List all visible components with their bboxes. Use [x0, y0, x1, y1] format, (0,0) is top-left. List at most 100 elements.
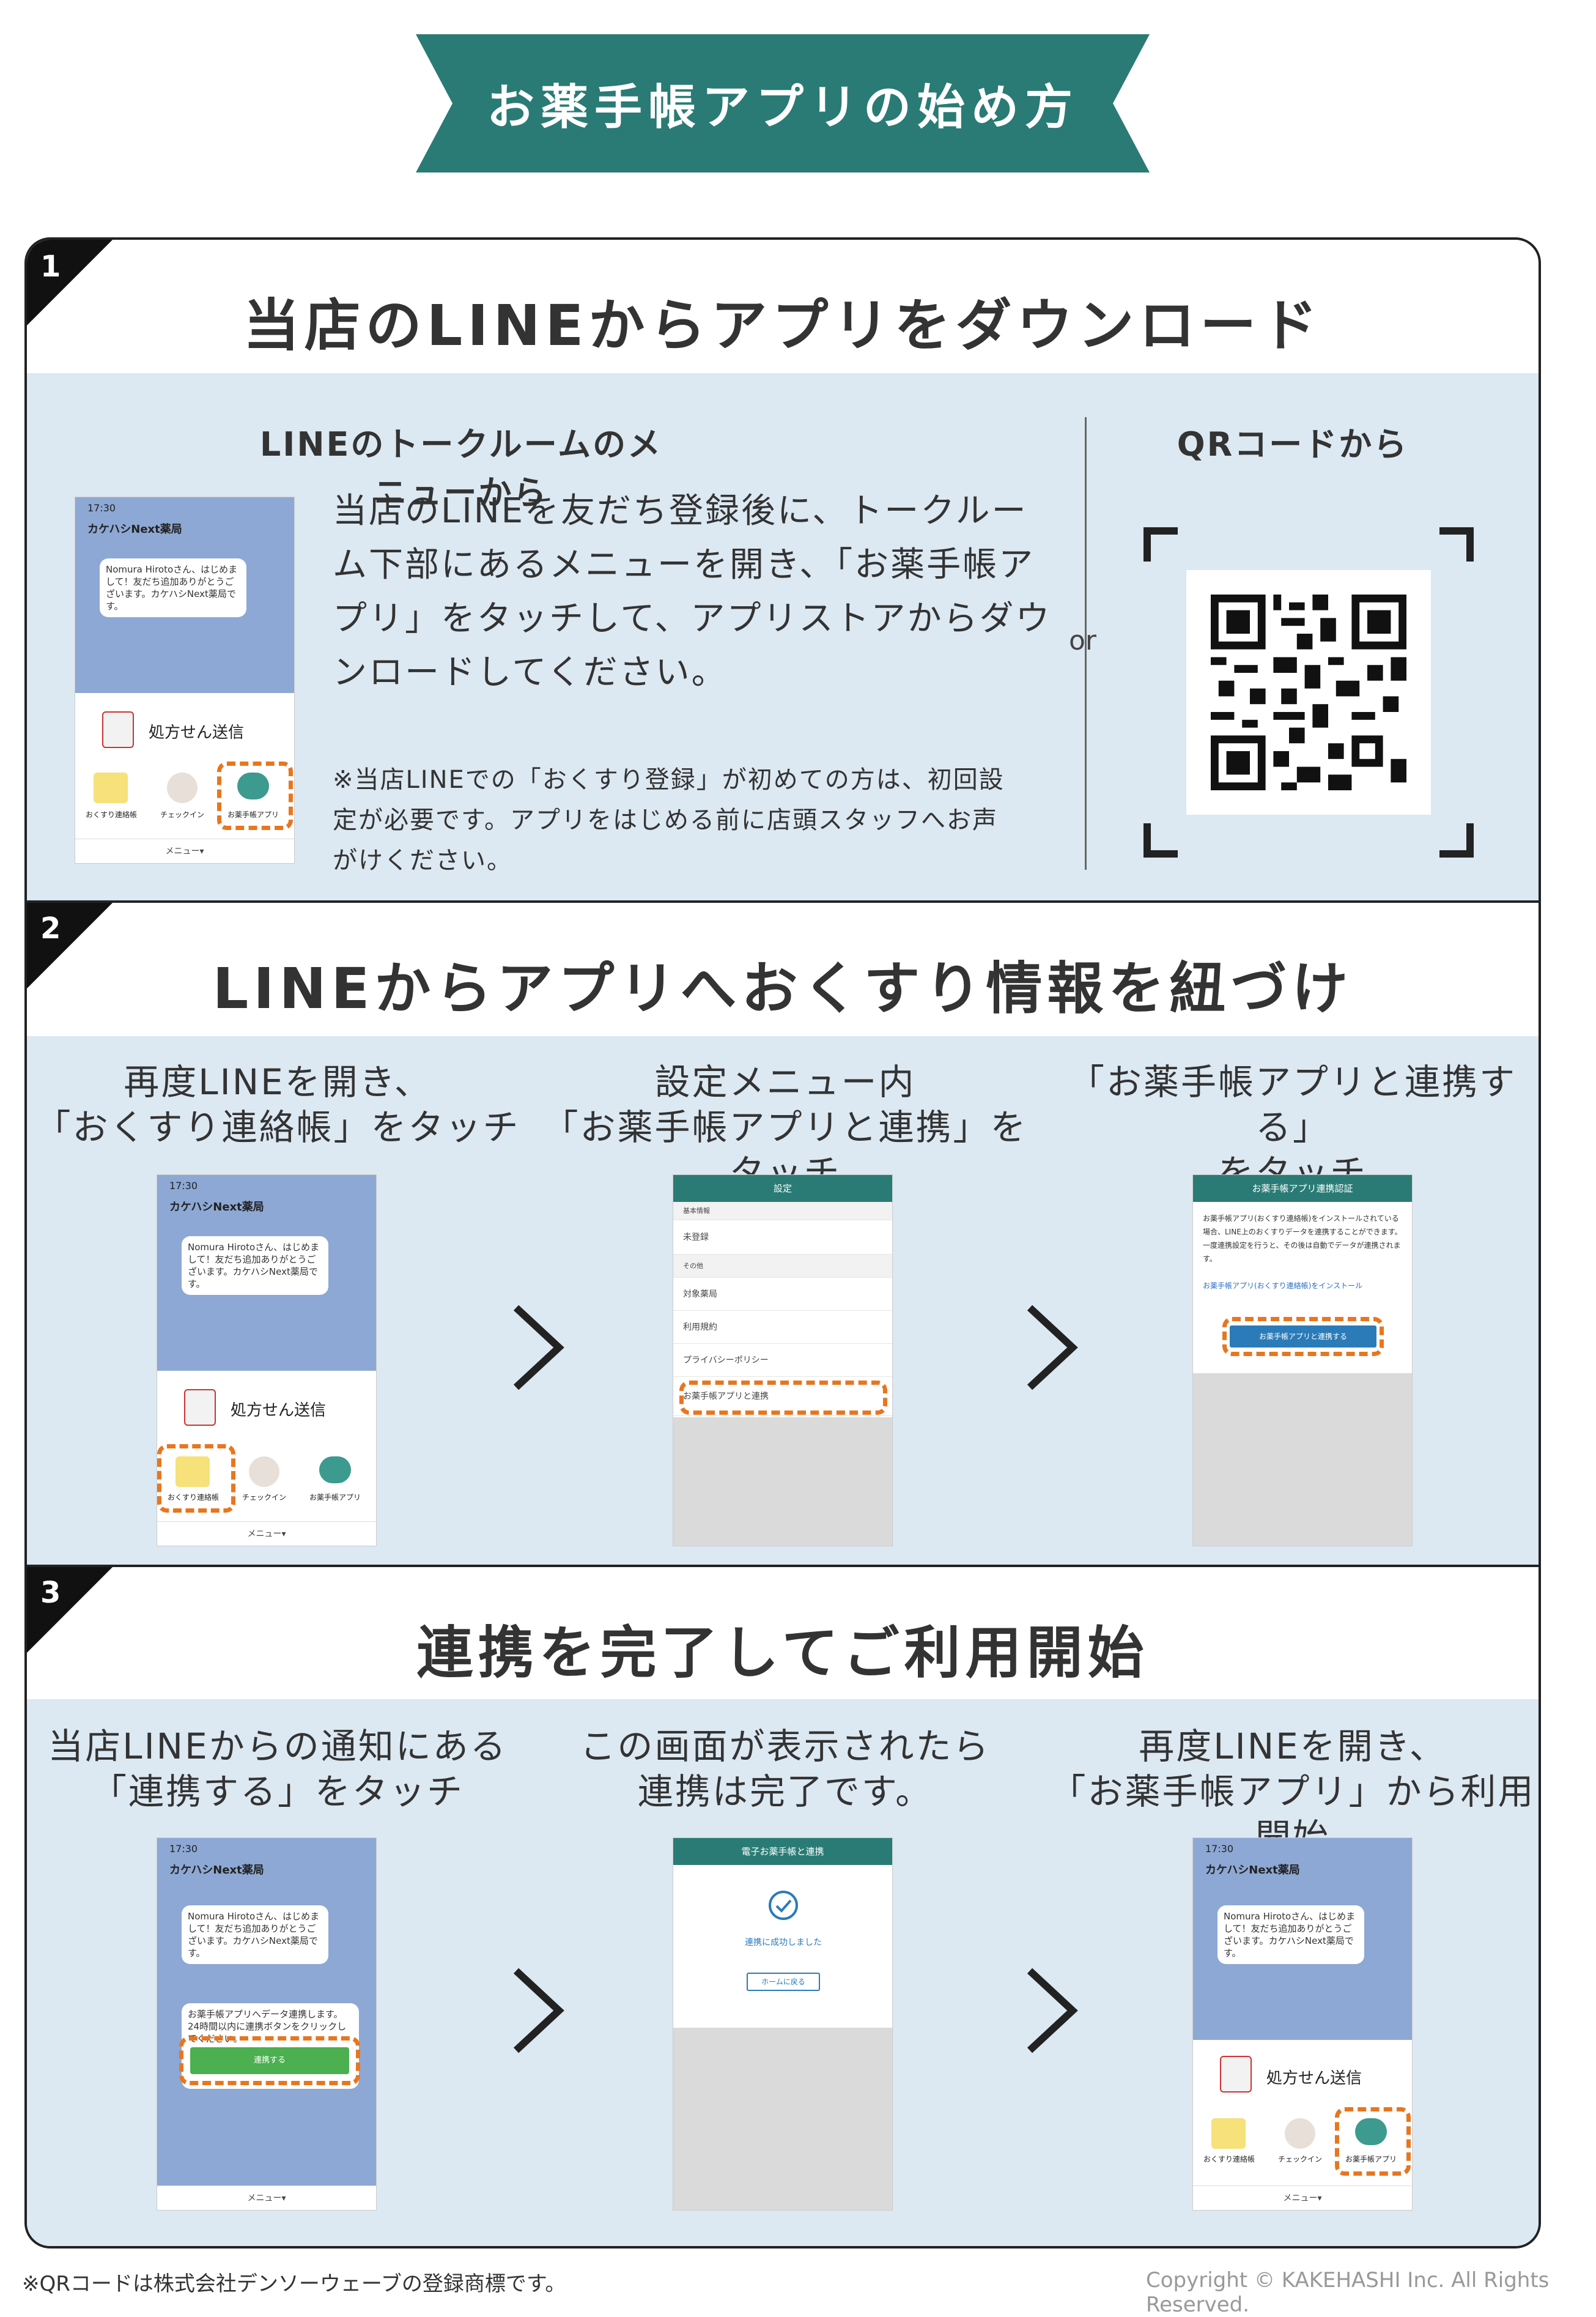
step1-body-line-4: ンロードしてください。: [333, 653, 728, 692]
phone-store-name: カケハシNext薬局: [1205, 1864, 1300, 1877]
arrow-right-icon: [1027, 1305, 1078, 1390]
settings-section-other: その他: [673, 1255, 892, 1278]
step1-right-heading: QRコードから: [1177, 425, 1409, 464]
step2-corner: [27, 903, 113, 988]
step1-left-heading: LINEのトークルームのメニューから: [259, 425, 663, 512]
auth-install-link[interactable]: お薬手帳アプリ(おくすり連絡帳)をインストール: [1203, 1281, 1363, 1290]
highlight-app: [1335, 2107, 1411, 2176]
phone-menu-prescription: 処方せん送信: [231, 1401, 327, 1420]
checkin-icon: [167, 773, 198, 803]
highlight-auth-button: [1222, 1317, 1384, 1356]
step1-body: 当店のLINEを友だち登録後に、トークルー ム下部にあるメニューを開き、「お薬手…: [333, 484, 1066, 700]
highlight-renraku: [157, 1444, 235, 1513]
phone-time: 17:30: [169, 1843, 198, 1855]
step1-note-line-2: 定が必要です。アプリをはじめる前に店頭スタッフへお声: [333, 806, 998, 834]
phone-store-name: カケハシNext薬局: [169, 1864, 264, 1877]
phone-menu-prescription: 処方せん送信: [149, 724, 245, 742]
phone-menu-renraku: おくすり連絡帳: [167, 1493, 219, 1502]
step2-col3-line1: 「お薬手帳アプリと連携する」: [1068, 1061, 1517, 1148]
or-label: or: [1069, 625, 1097, 656]
phone-menu-renraku: おくすり連絡帳: [1203, 2155, 1255, 2163]
phone-greeting-bubble: Nomura Hirotoさん、はじめまして！友だち追加ありがとうございます。カ…: [1217, 1905, 1364, 1964]
renraku-icon: [175, 1456, 210, 1487]
arrow-right-icon: [1027, 1968, 1078, 2053]
copyright: Copyright © KAKEHASHI Inc. All Rights Re…: [1146, 2268, 1550, 2317]
highlight-notice-button: [179, 2036, 360, 2085]
step1-note-line-3: がけください。: [333, 847, 512, 875]
step2-col1-heading: 再度LINEを開き、 「おくすり連絡帳」をタッチ: [27, 1059, 528, 1150]
step2-phone-line: 17:30 カケハシNext薬局 Nomura Hirotoさん、はじめまして！…: [157, 1174, 377, 1546]
prescription-icon: [1220, 2056, 1252, 2093]
step3-col2-heading: この画面が表示されたら 連携は完了です。: [528, 1724, 1042, 1814]
phone-store-name: カケハシNext薬局: [87, 523, 182, 536]
settings-row-unregistered: 未登録: [673, 1220, 892, 1255]
step2-title: LINEからアプリへおくすり情報を紐づけ: [212, 956, 1353, 1021]
checkin-icon: [1285, 2118, 1315, 2149]
auth-link-button[interactable]: お薬手帳アプリと連携する: [1230, 1325, 1376, 1348]
done-message: 連携に成功しました: [745, 1938, 822, 1948]
step3-col3-line1: 再度LINEを開き、: [1139, 1726, 1447, 1767]
highlight-app: [217, 762, 293, 830]
step2-auth-screenshot: お薬手帳アプリ連携認証 お薬手帳アプリ(おくすり連絡帳)をインストールされている…: [1192, 1174, 1413, 1546]
highlight-settings-link: [679, 1381, 887, 1415]
step3-col1-line1: 当店LINEからの通知にある: [48, 1726, 508, 1767]
done-home-button[interactable]: ホームに戻る: [747, 1973, 820, 1991]
step1-title: 当店のLINEからアプリをダウンロード: [243, 293, 1323, 358]
step3-app-screenshot: 17:30 カケハシNext薬局 Nomura Hirotoさん、はじめまして！…: [1192, 1837, 1413, 2211]
phone-notice-bubble: お薬手帳アプリへデータ連携します。24時間以内に連携ボタンをクリックしてください…: [182, 2003, 359, 2089]
divider-1: [27, 900, 1539, 903]
phone-menu-footer: メニュー▾: [75, 839, 294, 863]
app-icon: [237, 773, 269, 799]
step2-number: 2: [40, 911, 61, 946]
settings-row-terms: 利用規約: [673, 1311, 892, 1344]
step3-col2-line2: 連携は完了です。: [637, 1771, 933, 1812]
prescription-icon: [102, 711, 134, 748]
settings-row-link[interactable]: お薬手帳アプリと連携: [673, 1377, 892, 1416]
step1-vertical-divider: [1085, 417, 1087, 870]
phone-menu-app: お薬手帳アプリ: [1345, 2155, 1397, 2163]
step1-corner: [27, 240, 113, 325]
page-title: お薬手帳アプリの始め方: [486, 80, 1079, 135]
phone-notice-text: お薬手帳アプリへデータ連携します。24時間以内に連携ボタンをクリックしてください…: [188, 2009, 347, 2044]
phone-time: 17:30: [87, 502, 116, 514]
phone-menu-checkin: チェックイン: [242, 1493, 286, 1502]
step2-col1-line1: 再度LINEを開き、: [124, 1061, 432, 1103]
auth-text: お薬手帳アプリ(おくすり連絡帳)をインストールされている場合、LINE上のおくす…: [1203, 1214, 1402, 1263]
step3-done-screenshot: 電子お薬手帳と連携 連携に成功しました ホームに戻る: [673, 1837, 893, 2211]
step2-col2-line1: 設定メニュー内: [654, 1061, 916, 1103]
auth-header: お薬手帳アプリ連携認証: [1193, 1175, 1412, 1202]
step1-number: 1: [40, 250, 61, 284]
arrow-right-icon: [513, 1968, 564, 2053]
step3-col1-line2: 「連携する」をタッチ: [91, 1771, 464, 1812]
done-header: 電子お薬手帳と連携: [673, 1838, 892, 1865]
step2-settings-screenshot: 設定 基本情報 未登録 その他 対象薬局 利用規約 プライバシーポリシー お薬手…: [673, 1174, 893, 1546]
app-icon: [1355, 2118, 1387, 2145]
phone-greeting-bubble: Nomura Hirotoさん、はじめまして！友だち追加ありがとうございます。カ…: [182, 1905, 328, 1964]
checkin-icon: [249, 1456, 279, 1487]
step1-note-line-1: ※当店LINEでの「おくすり登録」が初めての方は、初回設: [333, 766, 1005, 794]
step3-col2-line1: この画面が表示されたら: [580, 1726, 991, 1767]
phone-time: 17:30: [169, 1180, 198, 1192]
phone-menu-app: お薬手帳アプリ: [227, 810, 279, 819]
settings-header: 設定: [673, 1175, 892, 1202]
phone-time: 17:30: [1205, 1843, 1234, 1855]
phone-store-name: カケハシNext薬局: [169, 1201, 264, 1214]
phone-menu-footer: メニュー▾: [1193, 2185, 1412, 2210]
phone-menu-app: お薬手帳アプリ: [309, 1493, 361, 1502]
phone-menu-checkin: チェックイン: [160, 810, 204, 819]
settings-row-privacy: プライバシーポリシー: [673, 1344, 892, 1377]
prescription-icon: [184, 1389, 216, 1426]
settings-empty-area: [673, 1417, 892, 1546]
phone-notice-link-button[interactable]: 連携する: [190, 2047, 349, 2074]
step2-col1-line2: 「おくすり連絡帳」をタッチ: [35, 1107, 520, 1148]
settings-row-pharmacy: 対象薬局: [673, 1278, 892, 1311]
phone-menu-footer: メニュー▾: [157, 1521, 376, 1546]
steps-card: 1 当店のLINEからアプリをダウンロード LINEのトークルームのメニューから…: [24, 237, 1541, 2248]
qr-code-icon: [1211, 595, 1406, 790]
step1-note: ※当店LINEでの「おくすり登録」が初めての方は、初回設 定が必要です。アプリを…: [333, 760, 1066, 881]
phone-menu-checkin: チェックイン: [1277, 2155, 1322, 2163]
app-icon: [319, 1456, 351, 1483]
phone-greeting-bubble: Nomura Hirotoさん、はじめまして！友だち追加ありがとうございます。カ…: [182, 1236, 328, 1295]
step3-col1-heading: 当店LINEからの通知にある 「連携する」をタッチ: [27, 1724, 528, 1814]
phone-menu-renraku: おくすり連絡帳: [85, 810, 137, 819]
